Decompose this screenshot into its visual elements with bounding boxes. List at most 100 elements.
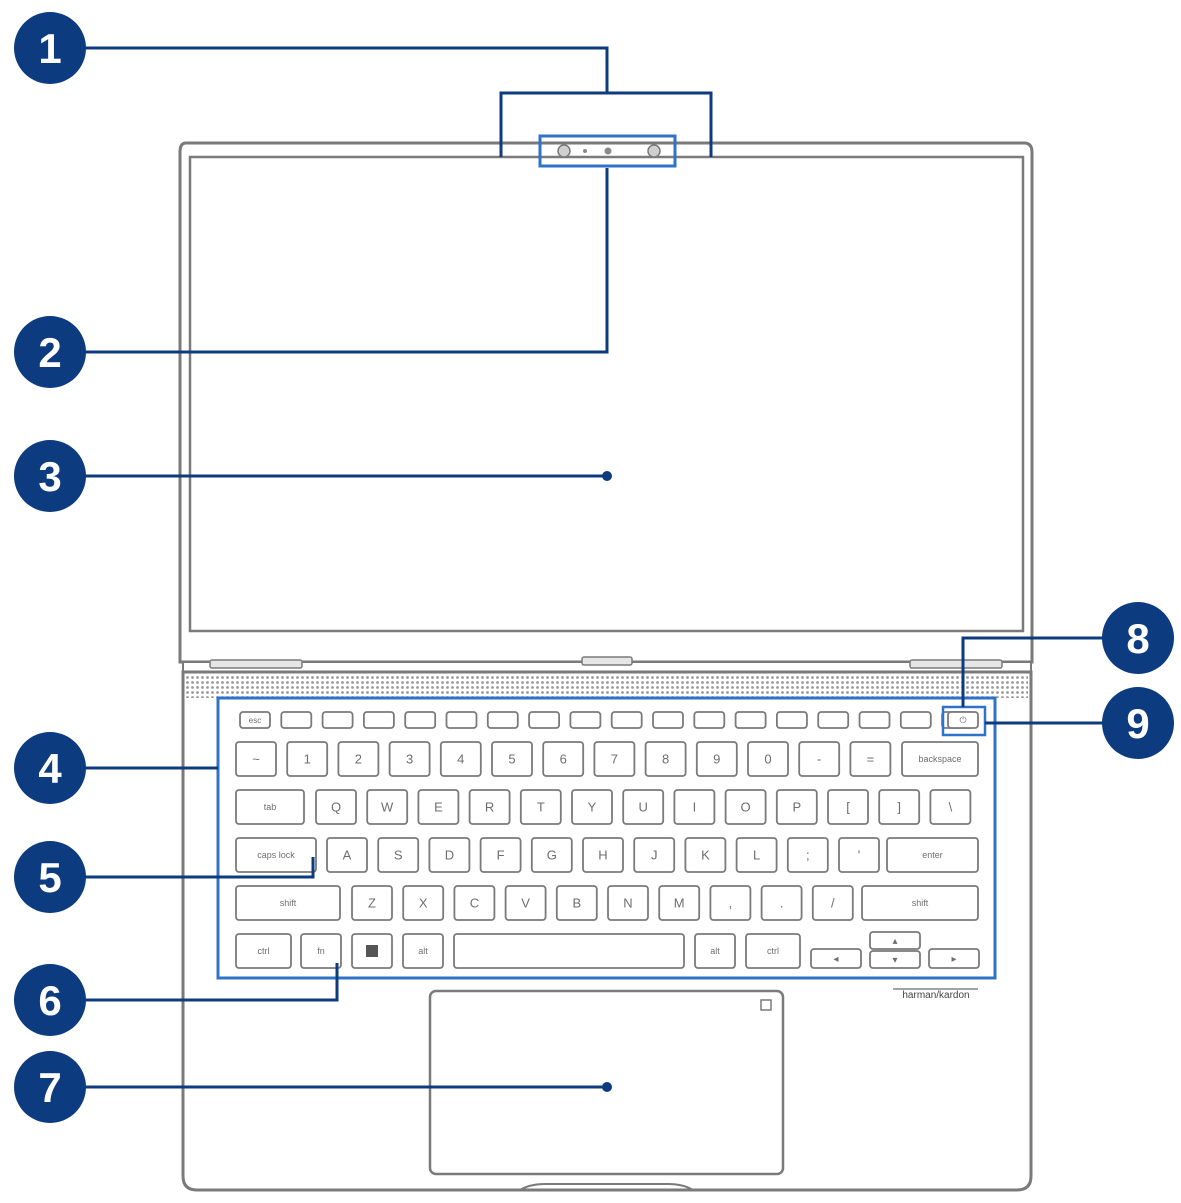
key-1-1	[286, 741, 329, 777]
callout-6-number: 6	[38, 977, 61, 1024]
speaker-brand-label: harman/kardon	[902, 990, 969, 1001]
key-k-8	[684, 837, 727, 873]
key-enter-label: enter	[922, 850, 943, 860]
fn-key-9	[569, 711, 602, 729]
key-7-7-label: 7	[611, 752, 618, 767]
key-symbol-11-label: '	[858, 848, 860, 863]
key-7-7	[593, 741, 636, 777]
key-b-5-label: B	[572, 896, 581, 911]
key-symbol-11	[838, 837, 880, 873]
callout-4: 4	[14, 732, 86, 804]
leader-2	[50, 168, 609, 354]
key-alt-right	[694, 933, 736, 969]
callout-3: 3	[14, 440, 86, 512]
callout-9-circle	[1102, 687, 1174, 759]
windows-icon	[366, 945, 378, 957]
key-f-4	[479, 837, 522, 873]
key-arrow-right-label: ▸	[951, 954, 956, 965]
fn-key-17	[899, 711, 932, 729]
fn-key-2	[280, 711, 313, 729]
key-a-1	[326, 837, 368, 873]
key-1-1-label: 1	[304, 752, 311, 767]
callout-7: 7	[14, 1051, 86, 1123]
fn-key-5	[404, 711, 437, 729]
key-symbol-12-label: =	[867, 752, 875, 767]
leader-1	[50, 46, 609, 93]
key-caps-lock-label: caps lock	[257, 850, 295, 860]
fn-key-7	[486, 711, 519, 729]
key-arrow-down-label: ▾	[892, 955, 897, 966]
key-l-9	[735, 837, 778, 873]
key-q-1	[315, 789, 357, 825]
leader-5	[50, 857, 315, 879]
key-symbol-9-label: .	[780, 896, 784, 911]
key-backspace-label: backspace	[918, 754, 961, 764]
key-o-9	[724, 789, 767, 825]
key-ctrl-left-label: ctrl	[258, 946, 270, 956]
key-symbol-10-label: ;	[806, 848, 810, 863]
key-v-4	[504, 885, 547, 921]
key-n-6-label: N	[623, 896, 632, 911]
callout-badges: 1 2 3 4 5 6 7 8	[14, 12, 1174, 1123]
key-space	[453, 933, 685, 969]
fn-key-13	[734, 711, 767, 729]
key-3-3	[388, 741, 431, 777]
fn-key-11	[652, 711, 684, 729]
key-h-6	[582, 837, 624, 873]
key-backspace	[901, 741, 979, 777]
key-symbol-11	[827, 789, 869, 825]
camera-highlight-box	[538, 134, 677, 168]
key-a-1-label: A	[343, 848, 352, 863]
callout-5-circle	[14, 841, 86, 913]
key-symbol-8	[709, 885, 752, 921]
camera-indicator-icon	[583, 149, 587, 153]
keyboard-highlight-box	[216, 696, 997, 980]
leader-6	[50, 963, 339, 1002]
key-c-3	[453, 885, 496, 921]
fn-key-4	[362, 711, 395, 729]
callout-1: 1	[14, 12, 86, 84]
callout-5: 5	[14, 841, 86, 913]
key-p-10	[775, 789, 818, 825]
fn-key-16	[858, 711, 891, 729]
key-l-9-label: L	[753, 848, 760, 863]
key-y-6	[571, 789, 613, 825]
key-9-9	[695, 741, 738, 777]
callout-4-number: 4	[38, 745, 62, 792]
key-8-8	[644, 741, 687, 777]
key-x-2	[402, 885, 445, 921]
key-g-5	[530, 837, 573, 873]
key-symbol-13-label: \	[949, 800, 953, 815]
key-shift-right	[861, 885, 979, 921]
callout-2-circle	[14, 316, 86, 388]
key-r-4	[468, 789, 511, 825]
key-0-10	[747, 741, 789, 777]
key-symbol-9	[760, 885, 803, 921]
key-i-8-label: I	[693, 800, 697, 815]
key-6-6-label: 6	[560, 752, 567, 767]
key-alt-right-label: alt	[710, 946, 720, 956]
key-f-4-label: F	[497, 848, 505, 863]
key-u-7-label: U	[639, 800, 648, 815]
key-5-5-label: 5	[508, 752, 515, 767]
key-9-9-label: 9	[713, 752, 720, 767]
key-shift-right-label: shift	[912, 898, 929, 908]
key-q-1-label: Q	[331, 800, 341, 815]
callout-4-circle	[14, 732, 86, 804]
callout-7-number: 7	[38, 1064, 61, 1111]
camera-lens-icon	[604, 147, 612, 155]
key-shift-left-label: shift	[280, 898, 297, 908]
key-x-2-label: X	[419, 896, 428, 911]
key-o-9-label: O	[741, 800, 751, 815]
key-arrow-up	[869, 931, 921, 950]
key-0-10-label: 0	[764, 752, 771, 767]
numberpad-icon	[760, 999, 772, 1011]
key-arrow-left	[810, 948, 862, 969]
key-m-7	[658, 885, 701, 921]
key-3-3-label: 3	[406, 752, 413, 767]
hinge-left	[209, 659, 303, 669]
key-symbol-10	[786, 837, 829, 873]
key-alt-left	[402, 933, 444, 969]
